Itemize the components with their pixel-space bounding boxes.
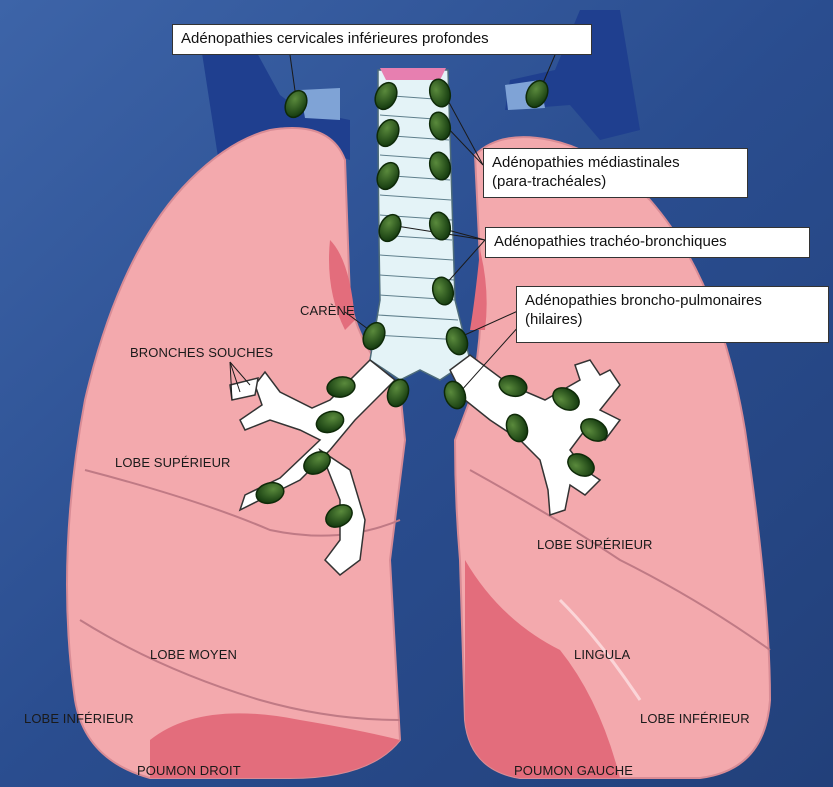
callout-cervical-text: Adénopathies cervicales inférieures prof… bbox=[181, 30, 489, 47]
callout-bronchopulmonary-line1: Adénopathies broncho-pulmonaires bbox=[525, 291, 820, 310]
label-left-upper-lobe: LOBE SUPÉRIEUR bbox=[537, 537, 653, 552]
label-right-lower-lobe: LOBE INFÉRIEUR bbox=[24, 711, 134, 726]
label-right-middle-lobe: LOBE MOYEN bbox=[150, 647, 237, 662]
callout-mediastinal-line1: Adénopathies médiastinales bbox=[492, 153, 739, 172]
label-right-lung: POUMON DROIT bbox=[137, 763, 241, 778]
label-right-upper-lobe: LOBE SUPÉRIEUR bbox=[115, 455, 231, 470]
callout-bronchopulmonary: Adénopathies broncho-pulmonaires (hilair… bbox=[516, 286, 829, 343]
callout-bronchopulmonary-line2: (hilaires) bbox=[525, 310, 820, 329]
label-left-lung: POUMON GAUCHE bbox=[514, 763, 633, 778]
callout-mediastinal: Adénopathies médiastinales (para-trachéa… bbox=[483, 148, 748, 198]
trachea-top bbox=[380, 68, 446, 80]
label-carina: CARÈNE bbox=[300, 303, 355, 318]
label-left-lower-lobe: LOBE INFÉRIEUR bbox=[640, 711, 750, 726]
callout-cervical: Adénopathies cervicales inférieures prof… bbox=[172, 24, 592, 55]
label-main-bronchi: BRONCHES SOUCHES bbox=[130, 345, 273, 360]
callout-tracheobronchial: Adénopathies trachéo-bronchiques bbox=[485, 227, 810, 258]
label-lingula: LINGULA bbox=[574, 647, 630, 662]
callout-tracheobronchial-text: Adénopathies trachéo-bronchiques bbox=[494, 233, 727, 250]
callout-mediastinal-line2: (para-trachéales) bbox=[492, 172, 739, 191]
